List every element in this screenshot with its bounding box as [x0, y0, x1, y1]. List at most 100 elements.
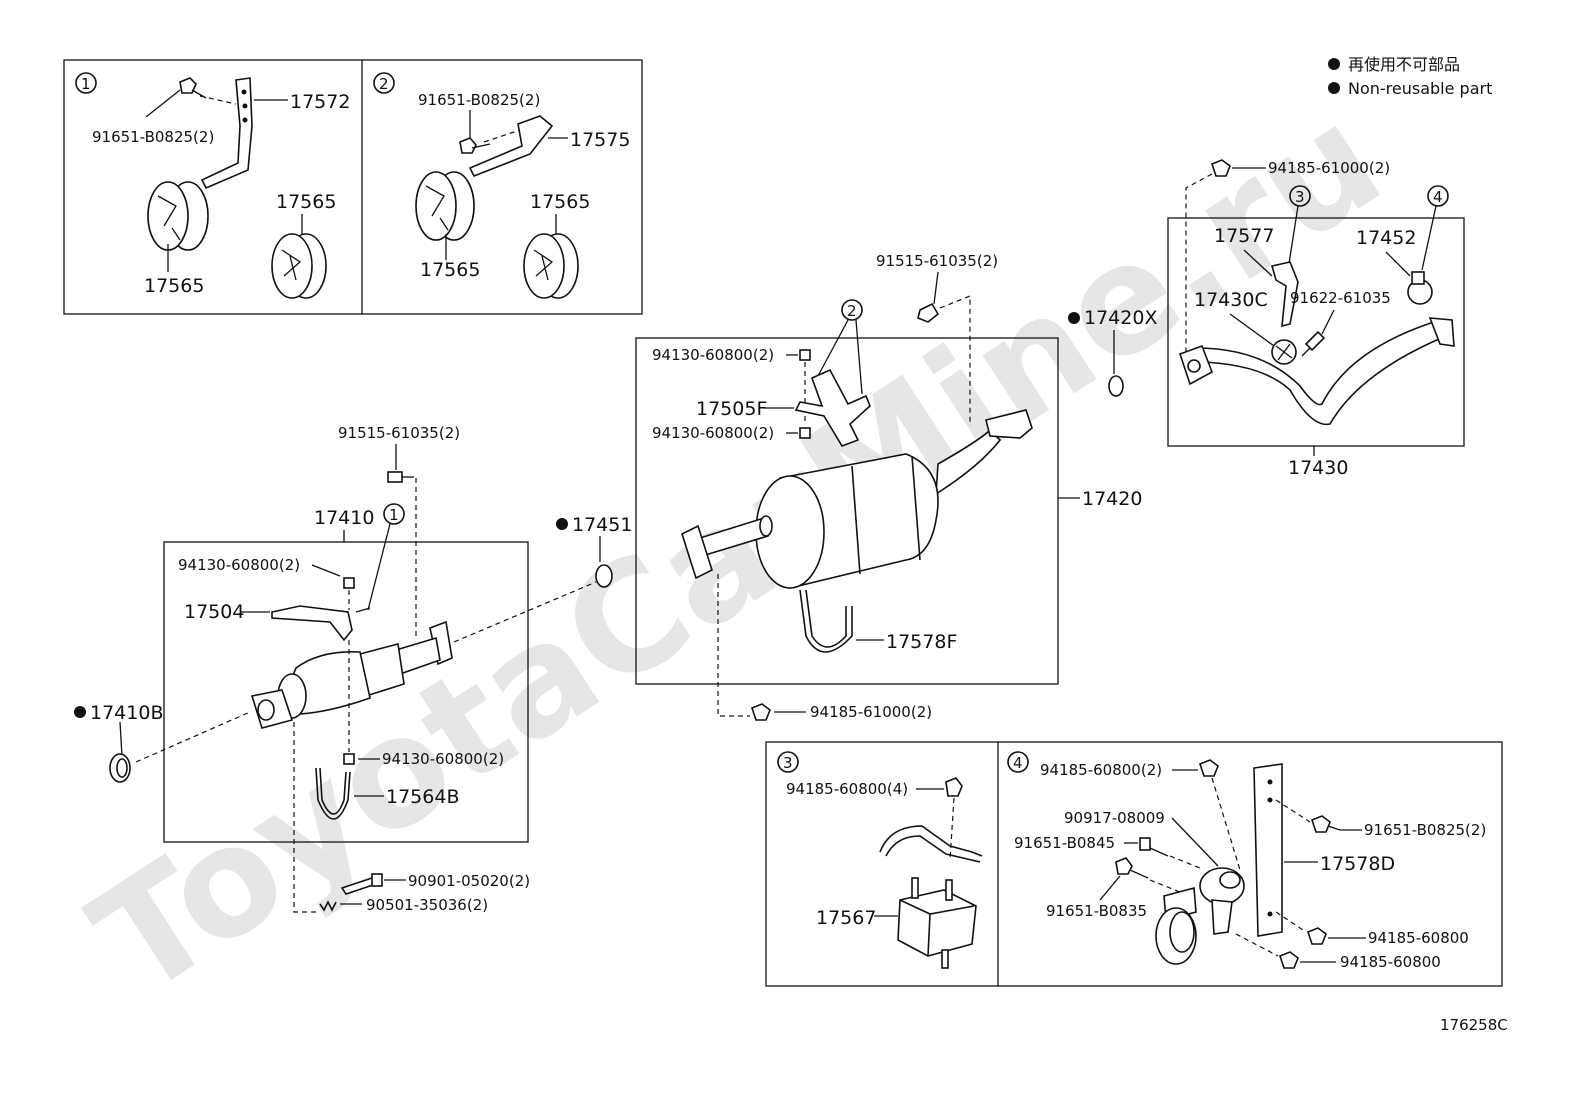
bolt-icon [1311, 815, 1341, 833]
non-reusable-dot [74, 706, 86, 718]
inset-1: 1 91651-B0825(2) 17572 17565 [75, 72, 350, 299]
ring-17451: 17451 [453, 514, 632, 643]
inset-4-marker: 4 [1013, 754, 1023, 772]
inset-1-bracket-label: 17572 [290, 91, 350, 113]
inset-2-bracket-label: 17575 [570, 129, 630, 151]
muffler-box [635, 337, 1059, 685]
damper-90917-icon [1199, 867, 1245, 935]
non-reusable-dot [1068, 312, 1080, 324]
rubber-hanger-icon [147, 181, 209, 251]
front-pipe-bracket-label: 17504 [184, 601, 244, 623]
bracket-17575-icon [468, 115, 554, 178]
inset-1-marker: 1 [81, 75, 91, 93]
rubber-hanger-icon [415, 171, 475, 241]
inset-1-bolt-label: 91651-B0825(2) [92, 128, 214, 146]
muffler-bolt-label: 91515-61035(2) [876, 252, 998, 270]
inset-4-marker-circle [1007, 751, 1029, 773]
gasket-x-label: 17420X [1084, 307, 1157, 329]
tail-pipe-box [1167, 217, 1465, 447]
inset-2-bolt-label: 91651-B0825(2) [418, 91, 540, 109]
legend: 再使用不可部品 Non-reusable part [1328, 55, 1492, 98]
bracket-17572-icon [200, 77, 253, 190]
muffler-group: 17420 91515-61035(2) 2 94130-60800(2) 17… [635, 252, 1142, 721]
u-clamp-17578f-icon [799, 589, 853, 653]
ring-label: 17451 [572, 514, 632, 536]
inset-1-2-box [63, 59, 643, 315]
bolt-icon [1301, 330, 1326, 357]
nut-icon [799, 427, 811, 439]
bracket-17505f-icon [794, 368, 871, 447]
inset-3-marker-circle [777, 751, 799, 773]
mount-17567-icon [897, 877, 977, 969]
bolt-icon [1115, 857, 1149, 879]
bolt-icon [917, 302, 940, 323]
front-pipe-callout: 1 [389, 506, 399, 524]
front-pipe-gasket-label: 17410B [90, 702, 163, 724]
inset-3-marker: 3 [783, 754, 793, 772]
inset-2-hanger-a-label: 17565 [420, 259, 480, 281]
bolt-icon [1139, 837, 1169, 857]
bracket-17504-icon [271, 605, 371, 642]
front-pipe-bolt2-label: 90901-05020(2) [408, 872, 530, 890]
front-pipe-bolt-label: 91515-61035(2) [338, 424, 460, 442]
clamp-17452-icon [1407, 271, 1433, 305]
front-pipe-assembly-label: 17410 [314, 507, 374, 529]
bracket-17577-icon [1270, 261, 1299, 328]
muffler-clamp-label: 17578F [886, 631, 957, 653]
front-pipe-callout-circle [383, 503, 405, 525]
catalytic-converter-icon [250, 620, 453, 729]
legend-dot-en [1328, 82, 1340, 94]
nut-icon [799, 349, 811, 361]
nut-icon [945, 777, 963, 797]
tail-pipe-assembly-label: 17430 [1288, 457, 1348, 479]
nut-icon [1211, 159, 1231, 177]
tail-pipe-bracket-label: 17577 [1214, 225, 1274, 247]
inset-4-damper-label: 90917-08009 [1064, 809, 1165, 827]
inset-2-hanger-b-label: 17565 [530, 191, 590, 213]
bolt-icon [387, 471, 414, 483]
gasket-icon [1108, 375, 1124, 397]
muffler-nut-mid-label: 94130-60800(2) [652, 424, 774, 442]
inset-3-4-box [765, 741, 1503, 987]
spring-icon [319, 900, 337, 912]
tail-pipe-group: 17430 94185-61000(2) 3 4 17577 17452 174… [1167, 159, 1465, 479]
inset-1-marker-circle [75, 72, 97, 94]
muffler-nut-top-label: 94130-60800(2) [652, 346, 774, 364]
nut-icon [1279, 951, 1299, 969]
figure-id: 176258C [1440, 1016, 1508, 1034]
gasket-17420x: 17420X [1068, 307, 1157, 397]
nut-icon [343, 577, 355, 589]
inset-1-hanger-a-label: 17565 [144, 275, 204, 297]
rubber-hanger-icon [523, 233, 579, 299]
mount-bracket-icon [879, 825, 983, 863]
front-pipe-group: 17410 1 91515-61035(2) 94130-60800(2) 17… [74, 424, 530, 914]
bolt-icon [340, 873, 383, 895]
tail-pipe-icon [1178, 317, 1455, 426]
nut-icon [343, 753, 355, 765]
inset-3-nut-label: 94185-60800(4) [786, 780, 908, 798]
tail-pipe-nut-label: 94185-61000(2) [1268, 159, 1390, 177]
gasket-icon [109, 753, 131, 783]
inset-4-bolt-a-label: 91651-B0845 [1014, 834, 1115, 852]
inset-1-hanger-b-label: 17565 [276, 191, 336, 213]
legend-text-ja: 再使用不可部品 [1348, 55, 1460, 74]
tail-pipe-callout4-circle [1427, 185, 1449, 207]
tail-pipe-callout3-circle [1289, 185, 1311, 207]
nut-icon [751, 703, 771, 721]
tail-pipe-bolt-label: 91622-61035 [1290, 289, 1391, 307]
bolt-icon [179, 77, 207, 99]
inset-3-mount-label: 17567 [816, 907, 876, 929]
inset-4-nut-top-label: 94185-60800(2) [1040, 761, 1162, 779]
muffler-callout: 2 [847, 302, 857, 320]
inset-4-bracket-label: 17578D [1320, 853, 1395, 875]
front-pipe-spring-label: 90501-35036(2) [366, 896, 488, 914]
rubber-hanger-icon [1271, 339, 1297, 365]
bolt-icon [459, 137, 491, 154]
front-pipe-nut-top-label: 94130-60800(2) [178, 556, 300, 574]
legend-dot-ja [1328, 58, 1340, 70]
bracket-17578d-icon [1253, 763, 1283, 937]
inset-4: 4 94185-60800(2) 90917-08009 91651-B0845… [1007, 751, 1486, 971]
u-clamp-17564b-icon [315, 767, 351, 820]
muffler-bracket-label: 17505F [696, 398, 767, 420]
muffler-callout-circle [841, 299, 863, 321]
